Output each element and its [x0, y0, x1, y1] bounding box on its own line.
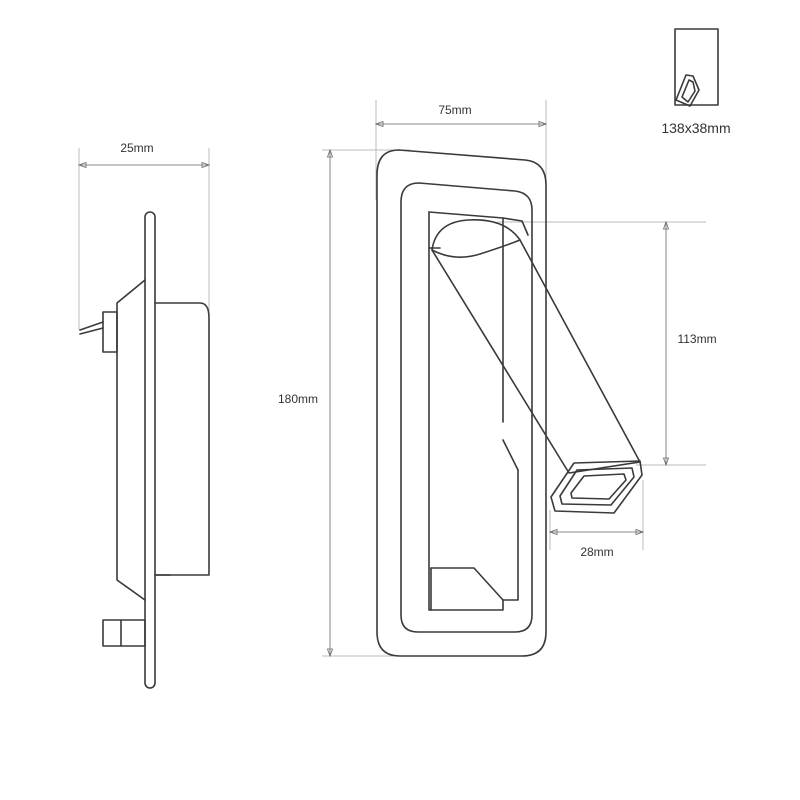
- dim-head-diameter: 28mm: [548, 528, 645, 559]
- label-front-width: 75mm: [438, 103, 471, 117]
- recess-bottom-bevel: [430, 567, 504, 601]
- side-connector: [102, 311, 118, 353]
- front-inner-frame: [400, 182, 533, 633]
- cutout-rectangle: [674, 28, 719, 106]
- reading-head: [550, 460, 643, 514]
- dim-side-depth: 25mm: [77, 141, 211, 169]
- label-arm-reach: 113mm: [677, 332, 716, 346]
- dim-front-height: 180mm: [278, 148, 334, 658]
- lens: [570, 473, 627, 500]
- label-front-height: 180mm: [278, 392, 318, 406]
- spring-clip-icon: [675, 74, 700, 107]
- cutout-thumbnail: 138x38mm: [661, 28, 731, 136]
- dim-arm-reach: 113mm: [662, 220, 717, 467]
- side-view: 25mm: [77, 141, 211, 689]
- side-cable: [79, 321, 104, 331]
- side-mounting-clip: [102, 619, 146, 647]
- side-back-housing: [116, 279, 146, 601]
- front-view: 75mm 180mm 113mm 28mm: [278, 100, 717, 658]
- dim-front-width: 75mm: [374, 103, 548, 128]
- label-side-depth: 25mm: [120, 141, 153, 155]
- side-faceplate: [144, 211, 156, 689]
- cutout-label: 138x38mm: [661, 120, 730, 136]
- front-faceplate: [376, 149, 547, 657]
- front-recess: [428, 211, 504, 423]
- reading-arm: [431, 219, 643, 514]
- side-body: [154, 302, 210, 576]
- label-head-diameter: 28mm: [580, 545, 613, 559]
